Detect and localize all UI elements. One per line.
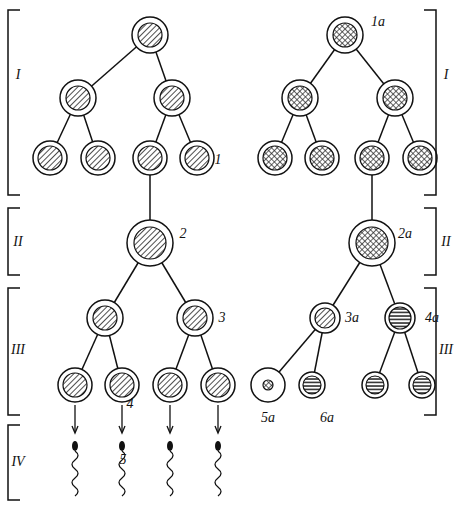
sperm-cell: [215, 405, 221, 496]
cell: [58, 368, 92, 402]
cell: [127, 220, 173, 266]
stage-numeral: I: [16, 68, 21, 82]
stage-bracket: [424, 10, 436, 195]
callout-number: 3: [219, 311, 226, 325]
stage-numeral: IV: [11, 455, 24, 469]
callout-number: 5a: [261, 411, 275, 425]
cell: [177, 300, 213, 336]
stage-numeral: III: [11, 343, 25, 357]
stage-numeral: I: [444, 68, 449, 82]
cell: [349, 220, 395, 266]
stage-numeral: II: [13, 235, 22, 249]
cell: [258, 141, 292, 175]
callout-number: 1a: [371, 15, 385, 29]
cell: [327, 17, 363, 53]
cell: [133, 141, 167, 175]
cell: [403, 141, 437, 175]
cell: [251, 368, 285, 402]
cell: [33, 141, 67, 175]
cell: [310, 303, 340, 333]
stage-bracket: [424, 208, 436, 275]
cell: [105, 368, 139, 402]
cell: [154, 80, 190, 116]
callout-number: 2: [180, 227, 187, 241]
cell: [377, 80, 413, 116]
stage-numeral: II: [441, 235, 450, 249]
cell: [132, 17, 168, 53]
cell: [385, 303, 415, 333]
sperm-cell: [167, 405, 173, 496]
callout-number: 4: [127, 397, 134, 411]
cell: [409, 372, 435, 398]
stage-bracket: [424, 288, 436, 415]
cell: [87, 300, 123, 336]
cell: [305, 141, 339, 175]
cell: [81, 141, 115, 175]
callout-number: 2a: [398, 227, 412, 241]
stage-numeral: III: [439, 343, 453, 357]
sperm-cell: [119, 405, 125, 496]
stage-bracket: [8, 10, 20, 195]
callout-number: 5: [120, 453, 127, 467]
cell: [201, 368, 235, 402]
callout-number: 6a: [320, 411, 334, 425]
cell: [362, 372, 388, 398]
callout-number: 1: [215, 153, 222, 167]
cell: [282, 80, 318, 116]
callout-number: 3a: [345, 311, 359, 325]
callout-number: 4a: [425, 311, 439, 325]
cell: [180, 141, 214, 175]
cell: [60, 80, 96, 116]
cell: [299, 372, 325, 398]
sperm-cell: [72, 405, 78, 496]
cell: [153, 368, 187, 402]
cell: [355, 141, 389, 175]
